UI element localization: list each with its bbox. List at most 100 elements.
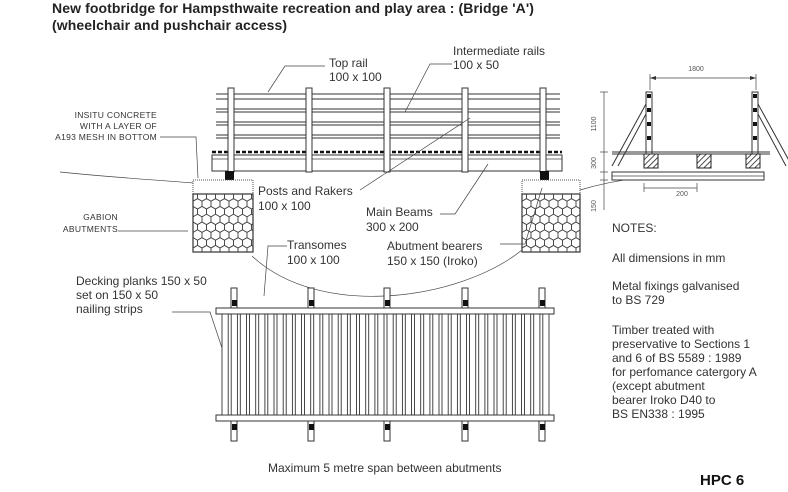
- gabion-cell: [509, 191, 518, 201]
- gabion-cell: [554, 253, 563, 263]
- decking-plank: [359, 313, 367, 416]
- decking-plank: [313, 313, 321, 416]
- right-concrete-pad: [521, 179, 581, 195]
- note-3-line-2: preservative to Sections 1: [612, 337, 750, 351]
- label-main-beams-size: 300 x 200: [366, 220, 419, 234]
- plan-view: [215, 287, 555, 442]
- dim-post-spacing: 200: [676, 191, 688, 198]
- plan-post-top: [383, 287, 391, 309]
- title-line-2: (wheelchair and pushchair access): [52, 17, 288, 33]
- cross-section-view: 1800 1100 300 150 200: [591, 66, 788, 212]
- label-decking-2: set on 150 x 50: [76, 288, 158, 302]
- gabion-cell: [193, 200, 194, 207]
- gabion-cell: [522, 200, 523, 207]
- left-concrete-pad: [192, 179, 254, 195]
- note-3-line-6: bearer Iroko D40 to: [612, 393, 716, 407]
- label-main-beams: Main Beams: [366, 205, 433, 219]
- gabion-cell: [575, 229, 580, 241]
- note-3-line-3: and 6 of BS 5589 : 1989: [612, 351, 742, 365]
- dim-beam-depth: 300: [591, 157, 598, 169]
- decking-plank: [386, 313, 394, 416]
- note-2-line-2: to BS 729: [612, 293, 665, 307]
- gabion-cell: [234, 253, 243, 263]
- elevation-post: [539, 87, 547, 173]
- gabion-cell: [581, 222, 590, 232]
- elevation-post: [461, 87, 469, 173]
- plan-post-bottom: [307, 420, 315, 442]
- gabion-cell: [522, 231, 523, 239]
- dim-width: 1800: [688, 66, 704, 73]
- note-2-line-1: Metal fixings galvanised: [612, 279, 739, 293]
- gabion-cell: [216, 253, 225, 263]
- gabion-cell: [180, 238, 189, 248]
- gabion-cell: [522, 247, 523, 252]
- decking-plank: [340, 313, 348, 416]
- gabion-cell: [509, 206, 518, 216]
- decking-plank: [441, 313, 449, 416]
- decking-plank: [258, 313, 266, 416]
- gabion-cell: [509, 222, 518, 232]
- gabion-cell: [207, 253, 216, 263]
- plan-post-bottom: [538, 420, 546, 442]
- right-bearer: [540, 171, 549, 180]
- drawing-code: HPC 6: [700, 472, 744, 489]
- gabion-cell: [563, 253, 572, 263]
- decking-plank: [267, 313, 275, 416]
- gabion-cell: [518, 253, 527, 263]
- decking-plank: [487, 313, 495, 416]
- gabion-cell: [545, 253, 554, 263]
- decking-plank: [524, 313, 532, 416]
- decking-plank: [459, 313, 467, 416]
- decking-planks: [221, 313, 550, 416]
- decking-plank: [469, 313, 477, 416]
- decking-plank: [505, 313, 513, 416]
- gabion-cell: [522, 216, 523, 223]
- elevation-post: [305, 87, 313, 173]
- note-3-line-7: BS EN338 : 1995: [612, 407, 705, 421]
- decking-plank: [294, 313, 302, 416]
- decking-plank: [230, 313, 238, 416]
- section-left-raker: [611, 103, 647, 167]
- label-gabion-2: ABUTMENTS: [63, 224, 118, 234]
- gabion-cell: [251, 223, 253, 232]
- plan-post-top: [538, 287, 546, 309]
- plan-fixing-top: [385, 300, 390, 306]
- gabion-cell: [509, 238, 518, 248]
- gabion-outline: [192, 193, 254, 253]
- decking-plank: [368, 313, 376, 416]
- section-beam-mid: [696, 153, 712, 169]
- label-transomes: Transomes: [287, 238, 347, 252]
- decking-plank: [414, 313, 422, 416]
- decking-plank: [349, 313, 357, 416]
- plan-post-top: [461, 287, 469, 309]
- gabion-cell: [189, 253, 198, 263]
- decking-plank: [542, 313, 550, 416]
- note-1: All dimensions in mm: [612, 251, 725, 265]
- decking-plank: [304, 313, 312, 416]
- note-3-line-5: (except abutment: [612, 379, 705, 393]
- label-posts-rakers: Posts and Rakers: [258, 184, 353, 198]
- plan-fixing-bottom: [540, 424, 545, 430]
- decking-plank: [432, 313, 440, 416]
- gabion-cell: [585, 245, 594, 255]
- gabion-cell: [575, 245, 580, 252]
- label-insitu-concrete-3: A193 MESH IN BOTTOM: [55, 132, 157, 142]
- gabion-cell: [575, 198, 580, 210]
- gabion-cell: [251, 207, 253, 216]
- gabion-cell: [225, 253, 234, 263]
- decking-plank: [285, 313, 293, 416]
- gabion-cell: [581, 206, 590, 216]
- plan-fixing-bottom: [385, 424, 390, 430]
- decking-plank: [423, 313, 431, 416]
- label-gabion: GABION: [83, 212, 118, 222]
- gabion-cell: [256, 230, 265, 240]
- decking-plank: [496, 313, 504, 416]
- plan-fixing-bottom: [463, 424, 468, 430]
- decking-plank: [239, 313, 247, 416]
- label-intermediate-rails: Intermediate rails: [453, 44, 545, 58]
- label-top-rail-size: 100 x 100: [329, 70, 382, 84]
- gabion-cell: [256, 245, 265, 255]
- plan-fixing-bottom: [309, 424, 314, 430]
- gabion-cell: [256, 214, 265, 224]
